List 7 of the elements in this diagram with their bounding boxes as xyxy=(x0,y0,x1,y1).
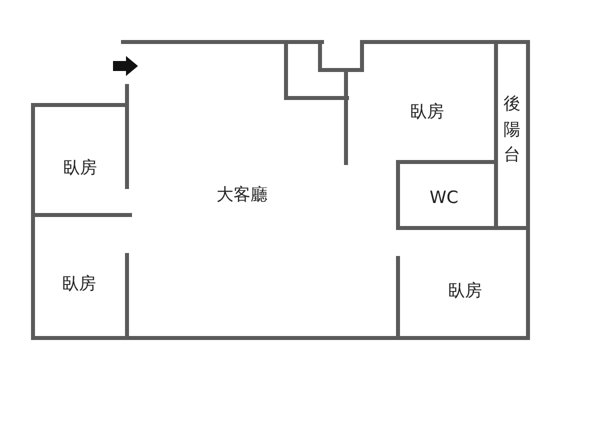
room-label: WC xyxy=(430,188,458,208)
room-label: 臥房 xyxy=(63,158,97,178)
room-label: 大客廳 xyxy=(216,184,268,206)
room-label: 臥房 xyxy=(410,102,444,122)
room-label: 臥房 xyxy=(62,274,96,294)
room-label: 後陽台 xyxy=(504,92,520,167)
room-label: 臥房 xyxy=(448,280,482,302)
